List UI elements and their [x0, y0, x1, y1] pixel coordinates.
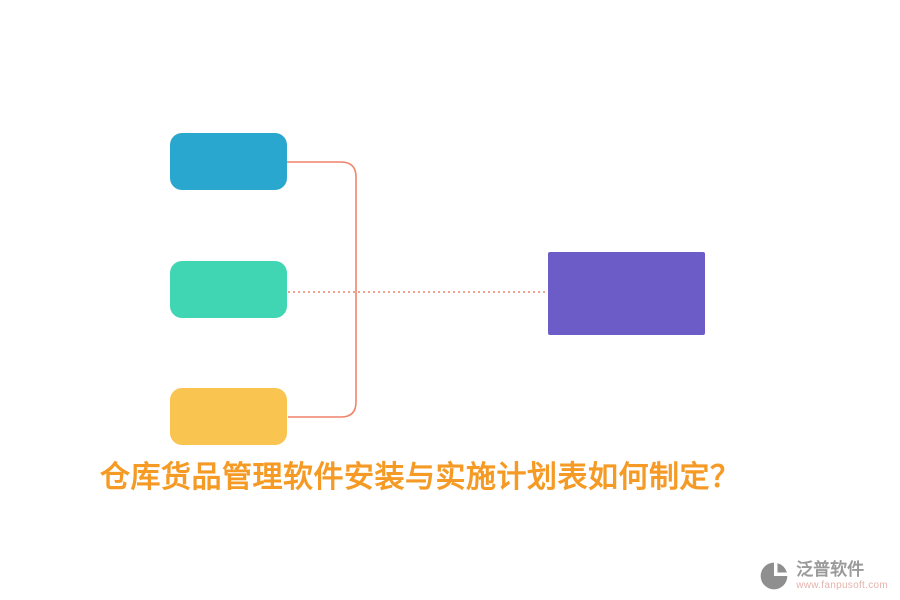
watermark-brand: 泛普软件 — [796, 559, 865, 580]
watermark-text: 泛普软件 www.fanpusoft.com — [796, 559, 888, 592]
branch-node-3 — [170, 388, 287, 445]
bracket-connector — [287, 161, 357, 418]
watermark-url: www.fanpusoft.com — [796, 579, 888, 591]
watermark: 泛普软件 www.fanpusoft.com — [758, 560, 888, 592]
branch-node-2 — [170, 261, 287, 318]
fanpu-logo-icon — [760, 560, 791, 590]
branch-node-1 — [170, 133, 287, 190]
page-title: 仓库货品管理软件安装与实施计划表如何制定？ — [100, 460, 741, 495]
root-node — [548, 252, 705, 335]
